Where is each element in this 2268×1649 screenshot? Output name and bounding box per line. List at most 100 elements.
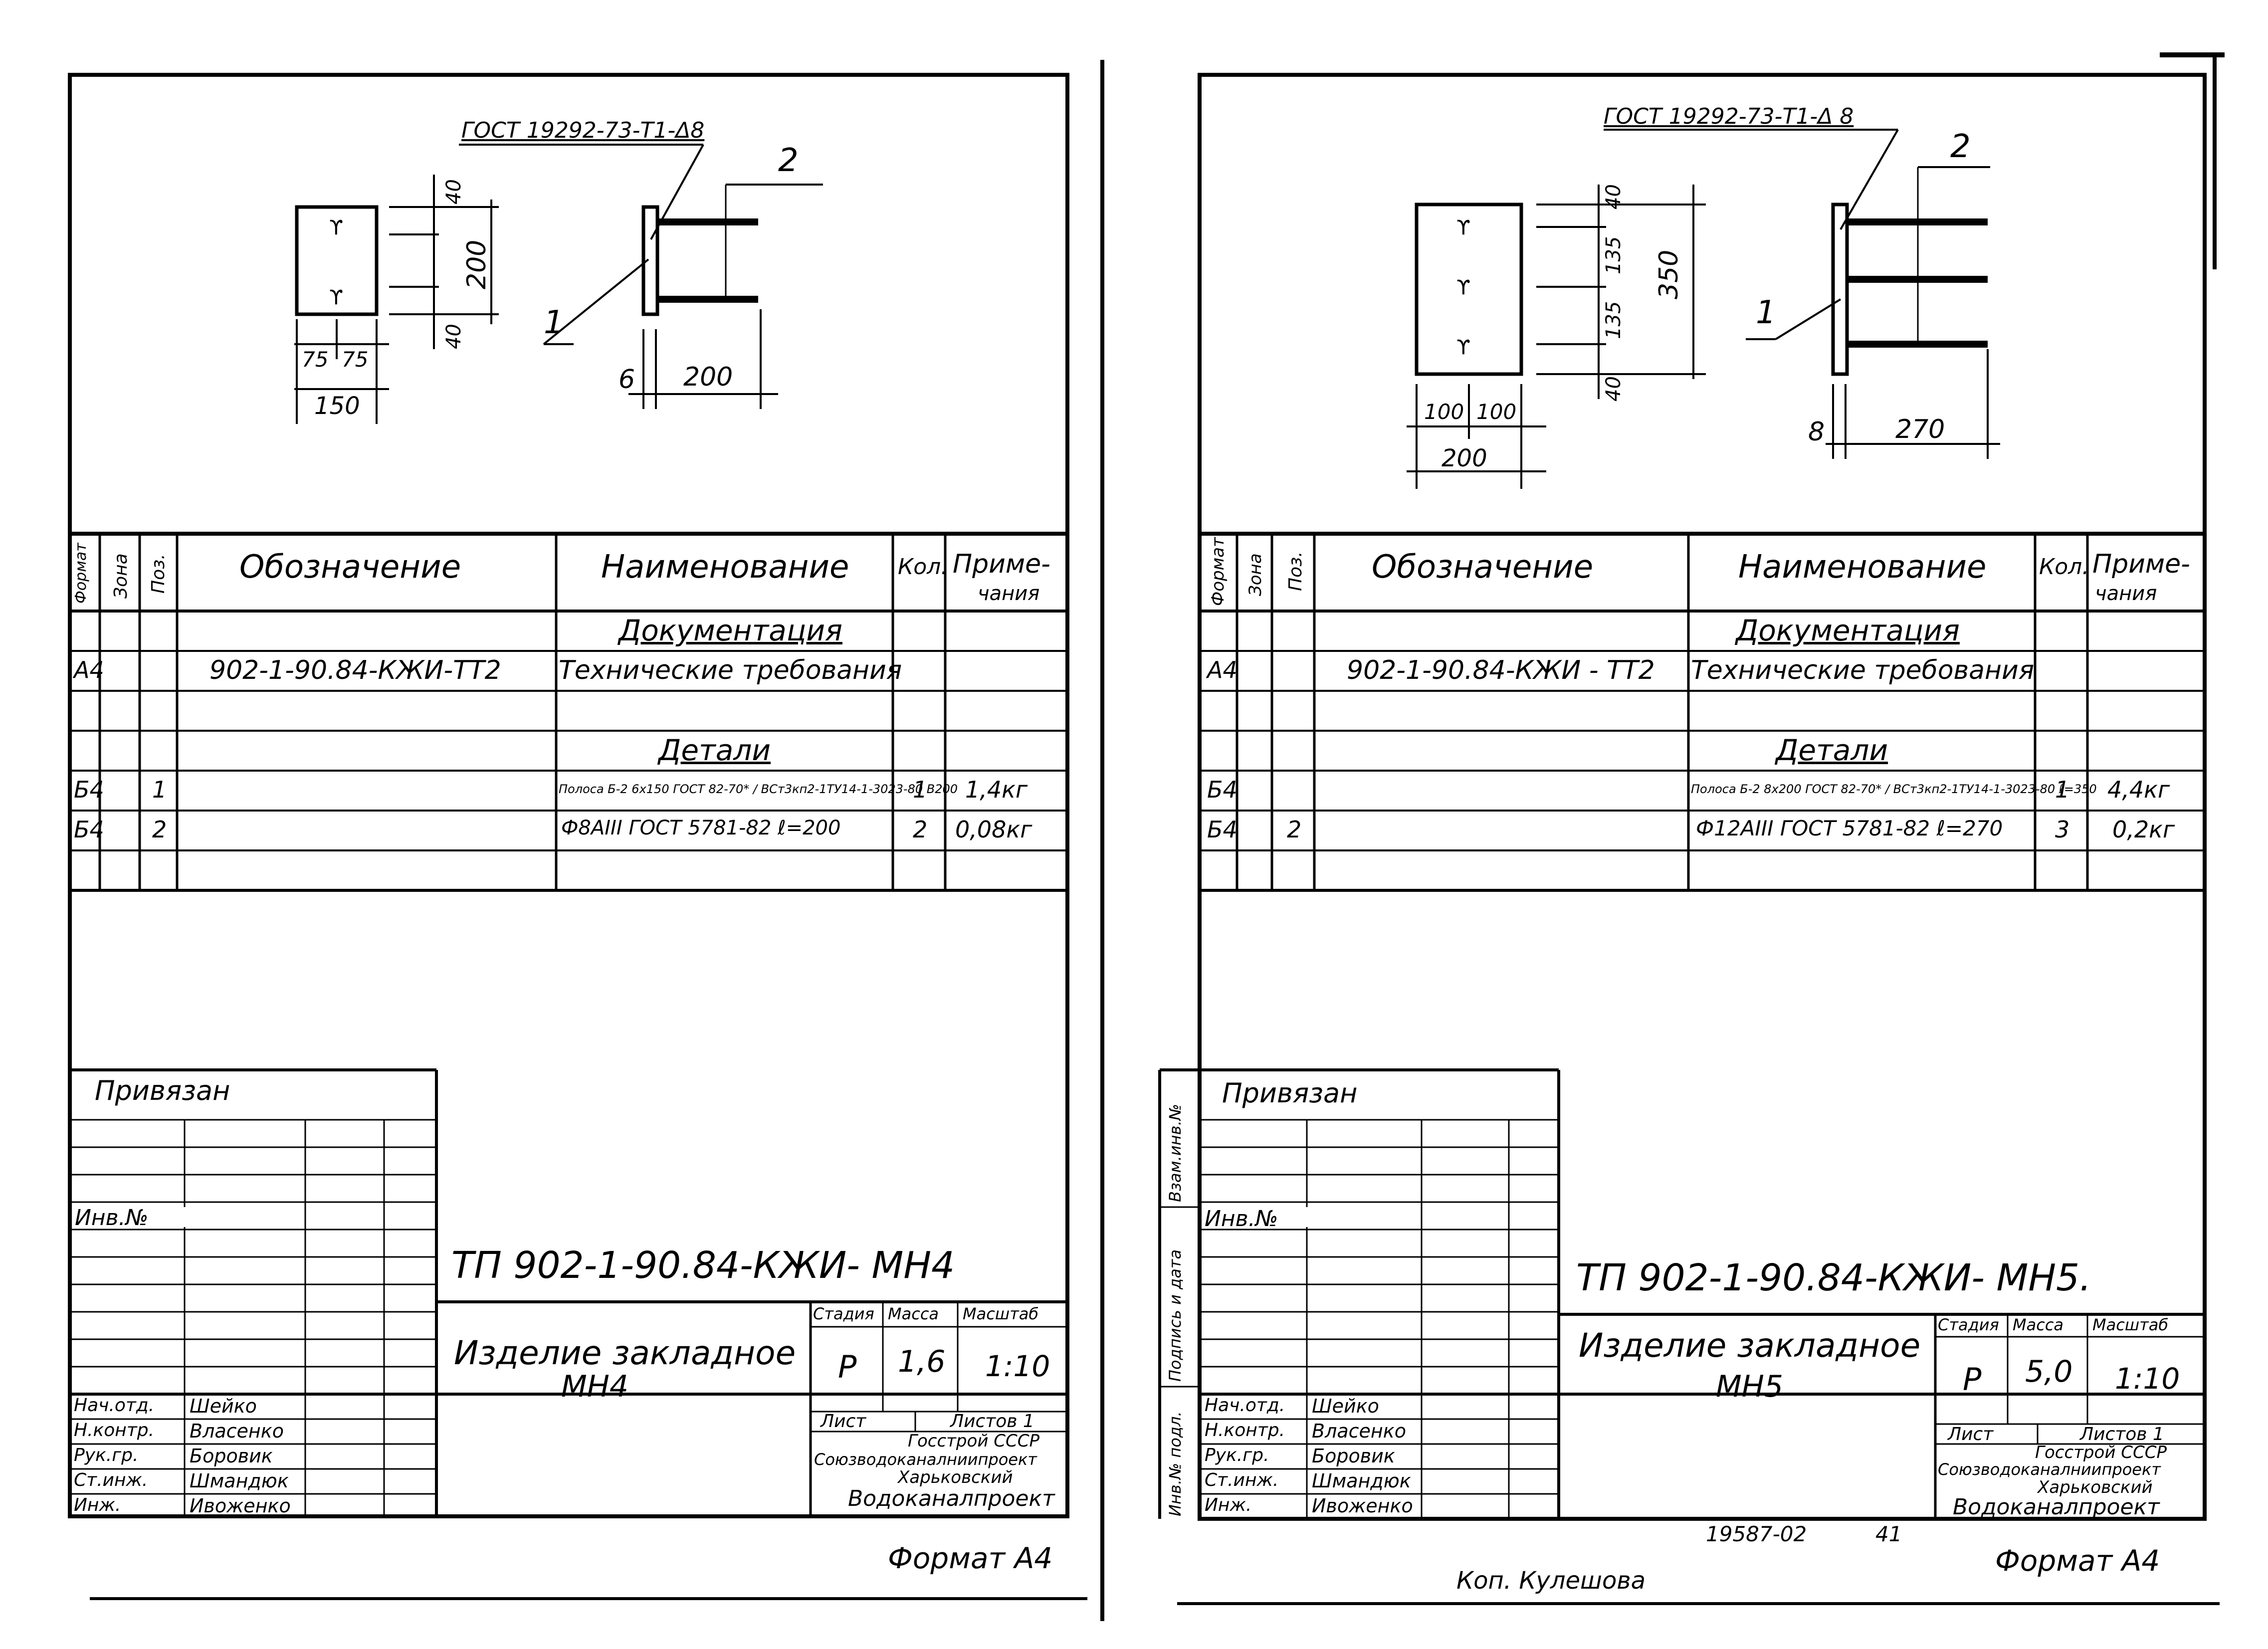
item-title-2: МН5 <box>1716 1369 1784 1404</box>
name-4: Шмандюк <box>1312 1470 1411 1492</box>
name-1: Шейко <box>190 1395 257 1417</box>
row-qty: 3 <box>2055 816 2070 843</box>
plate-drawing-right: ϒ ϒ ϒ <box>1415 203 1523 376</box>
mass-value: 5,0 <box>2025 1354 2073 1389</box>
inv-no-label: Инв.№ <box>1205 1206 1278 1232</box>
sheets-header: Листов 1 <box>2080 1424 2164 1444</box>
name-2: Власенко <box>190 1420 284 1442</box>
svg-text:ϒ: ϒ <box>329 216 343 239</box>
copied-by: Коп. Кулешова <box>1456 1567 1646 1595</box>
stage-header: Стадия <box>1938 1315 1999 1334</box>
org-1: Госстрой СССР <box>908 1431 1039 1451</box>
side-instead-inv: Взам.инв.№ <box>1166 1104 1185 1202</box>
row-name: Полоса Б-2 8х200 ГОСТ 82-70* / ВСт3кп2-1… <box>1691 782 2097 796</box>
hdr-note-1: Приме- <box>2092 549 2190 579</box>
mass-header: Масса <box>888 1304 939 1323</box>
org-4: Водоканалпроект <box>1953 1494 2160 1520</box>
anchor-drawing-right <box>1604 129 2000 459</box>
document-code: ТП 902-1-90.84-КЖИ- МН4 <box>451 1244 955 1287</box>
name-3: Боровик <box>1312 1445 1395 1467</box>
stage-value: Р <box>838 1349 857 1385</box>
name-1: Шейко <box>1312 1395 1379 1417</box>
hdr-qty: Кол. <box>898 554 948 580</box>
format-label-left: Формат А4 <box>888 1541 1053 1575</box>
dim-bottom: 40 <box>1602 376 1625 402</box>
privyazan-label: Привязан <box>1222 1077 1358 1109</box>
row-format: Б4 <box>1207 776 1237 803</box>
role-4: Ст.инж. <box>74 1470 148 1490</box>
sheet-header: Лист <box>821 1411 866 1432</box>
section-documentation: Документация <box>1736 614 1960 647</box>
format-label-right: Формат А4 <box>1995 1544 2160 1578</box>
dim-bar-length: 270 <box>1895 414 1945 444</box>
dim-w2: 100 <box>1476 400 1517 424</box>
name-5: Ивоженко <box>190 1495 291 1517</box>
row-qty: 2 <box>913 816 928 843</box>
row-name: Полоса Б-2 6х150 ГОСТ 82-70* / ВСт3кп2-1… <box>559 782 958 796</box>
side-inv-orig: Инв.№ подл. <box>1166 1411 1185 1516</box>
position-1-label: 1 <box>544 304 564 341</box>
role-2: Н.контр. <box>1205 1420 1285 1441</box>
role-1: Нач.отд. <box>1205 1395 1285 1416</box>
plate-drawing-left: ϒ ϒ <box>295 205 379 316</box>
archive-number: 19587-02 <box>1706 1522 1807 1546</box>
item-title-1: Изделие закладное <box>1579 1326 1921 1365</box>
row-pos: 2 <box>1287 816 1302 843</box>
dim-mid2: 135 <box>1602 301 1625 339</box>
mass-value: 1,6 <box>898 1344 946 1379</box>
org-1: Госстрой СССР <box>2035 1443 2167 1462</box>
org-2: Союзводоканалниипроект <box>1938 1460 2161 1479</box>
doc-name: Технические требования <box>559 655 902 685</box>
hdr-designation: Обозначение <box>1372 549 1594 586</box>
doc-name: Технические требования <box>1691 655 2035 685</box>
scale-header: Масштаб <box>963 1304 1039 1323</box>
dim-width: 200 <box>1442 444 1487 472</box>
hdr-pos: Поз. <box>1285 551 1306 591</box>
hdr-format: Формат <box>1208 537 1228 606</box>
stage-value: Р <box>1963 1361 1982 1398</box>
hdr-note-1: Приме- <box>953 549 1050 579</box>
role-5: Инж. <box>74 1495 121 1515</box>
dim-width: 150 <box>314 392 360 420</box>
row-note: 0,08кг <box>955 816 1032 843</box>
scale-header: Масштаб <box>2092 1315 2169 1334</box>
dim-bar-length: 200 <box>683 362 733 392</box>
role-3: Рук.гр. <box>1205 1445 1269 1465</box>
name-2: Власенко <box>1312 1420 1406 1442</box>
name-3: Боровик <box>190 1445 273 1467</box>
scale-value: 1:10 <box>985 1349 1050 1383</box>
doc-designation: 902-1-90.84-КЖИ-ТТ2 <box>209 655 501 685</box>
hdr-name: Наименование <box>1738 549 1987 586</box>
side-sign-date: Подпись и дата <box>1166 1249 1185 1382</box>
role-3: Рук.гр. <box>74 1445 139 1465</box>
name-4: Шмандюк <box>190 1470 289 1492</box>
hdr-designation: Обозначение <box>239 549 461 586</box>
org-3: Харьковский <box>898 1467 1013 1487</box>
hdr-qty: Кол. <box>2039 554 2089 580</box>
dim-w2: 75 <box>342 347 369 372</box>
hdr-note-2: чания <box>978 582 1040 605</box>
sheets-header: Листов 1 <box>950 1411 1034 1432</box>
row-qty: 1 <box>2055 776 2070 803</box>
position-2-label: 2 <box>1950 128 1971 165</box>
doc-format: А4 <box>1207 656 1237 683</box>
svg-text:ϒ: ϒ <box>329 286 343 309</box>
svg-text:ϒ: ϒ <box>1456 216 1470 239</box>
stage-header: Стадия <box>813 1304 874 1323</box>
role-5: Инж. <box>1205 1495 1252 1515</box>
row-format: Б4 <box>1207 816 1237 843</box>
role-2: Н.контр. <box>74 1420 155 1441</box>
doc-designation: 902-1-90.84-КЖИ - ТТ2 <box>1347 655 1655 685</box>
row-format: Б4 <box>74 776 104 803</box>
dim-top: 40 <box>1602 184 1625 209</box>
svg-text:ϒ: ϒ <box>1456 336 1470 359</box>
section-parts: Детали <box>1776 733 1888 767</box>
privyazan-label: Привязан <box>95 1075 230 1106</box>
role-1: Нач.отд. <box>74 1395 155 1416</box>
item-title-1: Изделие закладное <box>454 1334 796 1372</box>
row-note: 4,4кг <box>2107 776 2170 803</box>
weld-callout: ГОСТ 19292-73-Т1-Δ 8 <box>1604 104 1854 129</box>
